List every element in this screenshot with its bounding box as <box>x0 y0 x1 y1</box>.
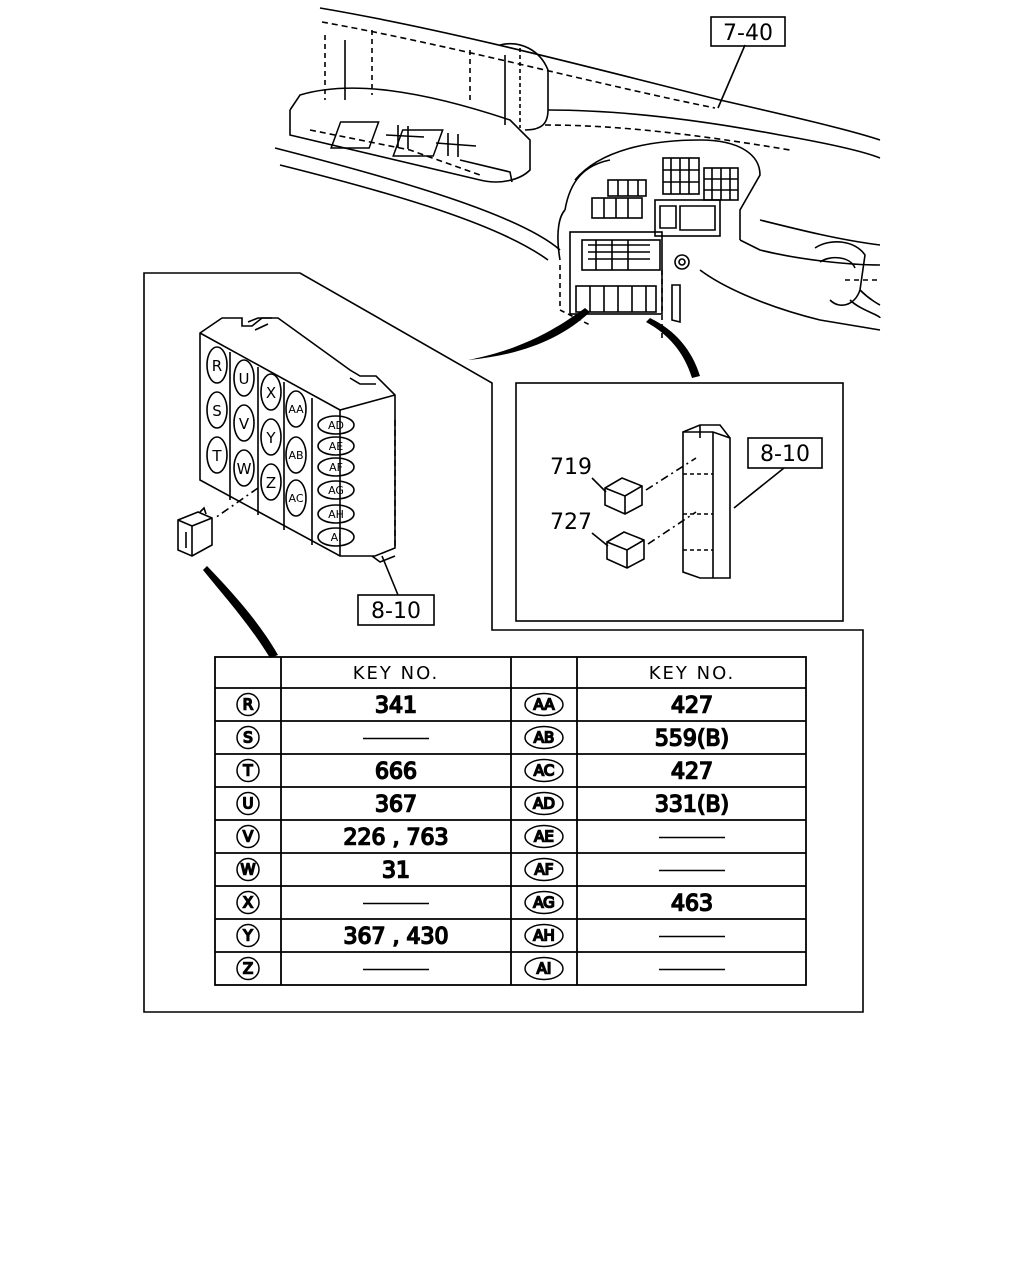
right-value: 559(B) <box>655 727 729 752</box>
block-key-letters: R S T U V W X Y Z AA AB AC AD AE AF AG A… <box>211 357 344 544</box>
key-oval <box>524 725 564 750</box>
left-key: U <box>243 795 254 813</box>
table-row: Z AI <box>236 956 725 981</box>
right-key: AH <box>533 927 555 945</box>
callout-719: 719 <box>550 455 592 480</box>
key-circle <box>236 758 260 783</box>
left-key: X <box>243 894 253 912</box>
table-header-right: KEY NO. <box>649 663 736 684</box>
left-value: 226 , 763 <box>344 826 449 851</box>
right-value: 463 <box>671 892 713 917</box>
left-key: R <box>243 696 253 714</box>
right-value: 427 <box>671 694 713 719</box>
block-key-w: W <box>237 460 252 478</box>
left-key: V <box>243 828 254 846</box>
inset-ref-box <box>747 437 823 469</box>
top-ref-label: 7-40 <box>723 21 773 46</box>
block-key-ag: AG <box>328 484 344 497</box>
right-key: AE <box>534 828 554 846</box>
table-row: T AC 666 427 <box>236 758 714 785</box>
table-header-left: KEY NO. <box>353 663 440 684</box>
key-circle <box>236 890 260 915</box>
inset-ref-label: 8-10 <box>760 442 810 467</box>
block-key-z: Z <box>266 474 276 492</box>
left-key: W <box>241 861 256 879</box>
main-ref-label: 8-10 <box>371 599 421 624</box>
key-oval <box>524 791 564 816</box>
block-key-ah: AH <box>328 508 344 521</box>
arrow-to-relay-inset <box>646 318 700 378</box>
key-circle <box>236 857 260 882</box>
block-key-r: R <box>212 357 222 375</box>
left-value: 367 <box>375 793 417 818</box>
callout-727: 727 <box>550 510 592 535</box>
right-key: AF <box>535 861 554 879</box>
key-circle <box>236 692 260 717</box>
key-table <box>214 656 807 986</box>
left-key: Z <box>243 960 253 978</box>
arrow-to-fuse-block <box>468 308 590 360</box>
key-circle <box>236 923 260 948</box>
table-row: W AF 31 <box>236 857 725 884</box>
table-row: V AE 226 , 763 <box>236 824 725 851</box>
right-key: AB <box>534 729 555 747</box>
block-key-ab: AB <box>288 449 303 462</box>
table-row: X AG 463 <box>236 890 714 917</box>
key-oval <box>524 758 564 783</box>
key-oval <box>524 824 564 849</box>
relay-inset <box>515 382 844 622</box>
block-key-ad: AD <box>328 419 344 432</box>
right-value: 331(B) <box>655 793 729 818</box>
relay-727 <box>606 531 645 569</box>
left-key: Y <box>242 927 253 945</box>
key-oval <box>524 857 564 882</box>
dashboard-illustration <box>274 7 881 340</box>
arrow-to-table <box>203 566 278 658</box>
block-key-af: AF <box>329 461 343 474</box>
right-key: AD <box>533 795 555 813</box>
right-key: AI <box>537 960 552 978</box>
left-value: 666 <box>375 760 417 785</box>
table-row: Y AH 367 , 430 <box>236 923 725 950</box>
block-key-u: U <box>239 370 250 388</box>
left-key: S <box>243 729 253 747</box>
key-circle <box>236 791 260 816</box>
detail-frame <box>143 272 864 1013</box>
block-key-aa: AA <box>288 403 304 416</box>
block-key-ai: AI <box>331 531 342 544</box>
right-key: AA <box>534 696 556 714</box>
relay-719 <box>604 477 643 515</box>
pointer-arrows <box>203 308 700 658</box>
left-value: 341 <box>375 694 417 719</box>
block-key-ae: AE <box>329 440 344 453</box>
right-value: 427 <box>671 760 713 785</box>
table-row: U AD 367 331(B) <box>236 791 730 818</box>
block-key-y: Y <box>265 429 276 447</box>
table-row: R AA 341 427 <box>236 692 714 719</box>
key-oval <box>524 890 564 915</box>
main-ref-box <box>357 594 435 626</box>
table-row: S AB 559(B) <box>236 725 730 752</box>
key-oval <box>524 692 564 717</box>
block-key-s: S <box>212 402 222 420</box>
key-circle <box>236 824 260 849</box>
block-key-ovals <box>206 346 355 547</box>
block-key-x: X <box>266 384 276 402</box>
block-key-v: V <box>239 415 250 433</box>
key-oval <box>524 923 564 948</box>
block-key-t: T <box>211 447 222 465</box>
right-key: AC <box>534 762 554 780</box>
key-circle <box>236 956 260 981</box>
left-value: 31 <box>382 859 410 884</box>
top-ref-box <box>710 16 786 47</box>
block-key-ac: AC <box>288 492 303 505</box>
key-oval <box>524 956 564 981</box>
right-key: AG <box>533 894 555 912</box>
left-key: T <box>242 762 253 780</box>
key-circle <box>236 725 260 750</box>
connector-plug <box>177 511 213 557</box>
left-value: 367 , 430 <box>344 925 449 950</box>
